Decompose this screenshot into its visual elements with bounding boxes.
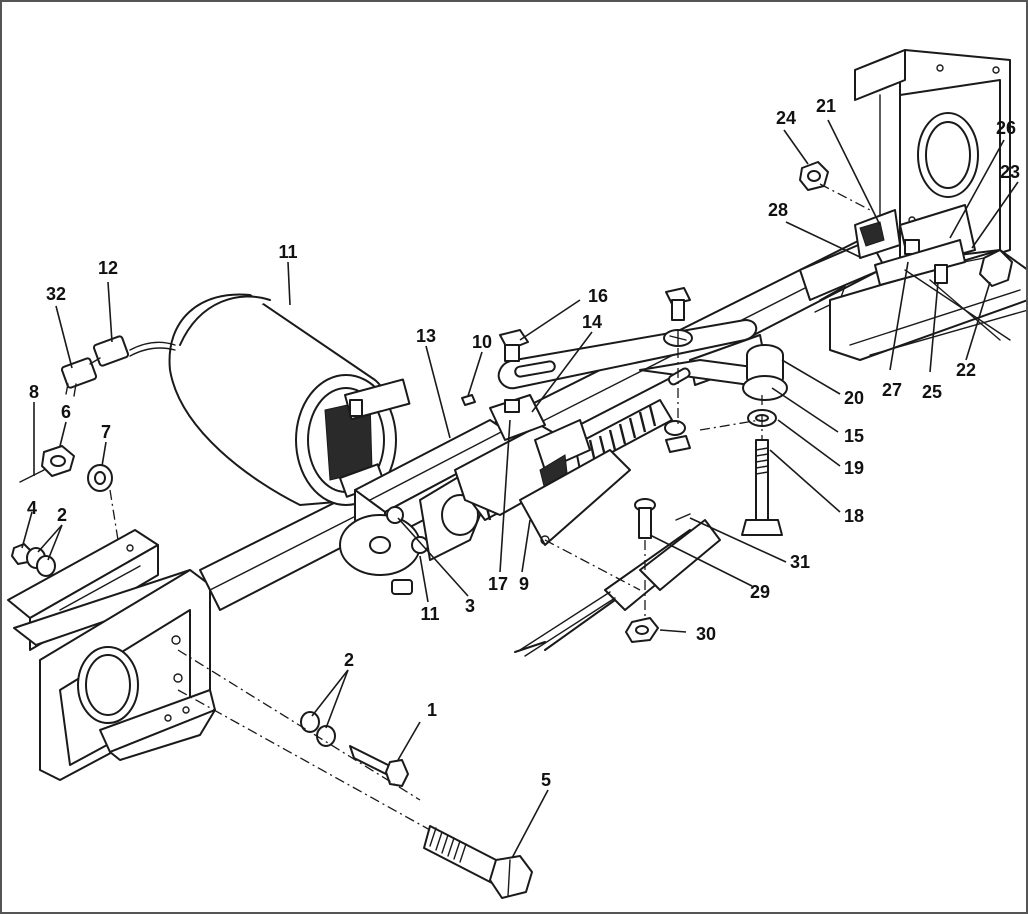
bracket-25-27 — [904, 264, 1011, 341]
left-mounting-bracket — [39, 569, 216, 781]
switch-bracket — [454, 394, 631, 546]
callout-4: 4 — [27, 498, 37, 518]
callout-27: 27 — [882, 380, 902, 400]
callout-32: 32 — [46, 284, 66, 304]
callout-23: 23 — [1000, 162, 1020, 182]
locknut-30 — [625, 617, 659, 643]
screw-10 — [461, 394, 476, 406]
callout-13: 13 — [416, 326, 436, 346]
callout-11-gear: 11 — [420, 604, 439, 624]
callout-7: 7 — [101, 422, 111, 442]
nut-6 — [41, 445, 75, 477]
callout-3: 3 — [465, 596, 475, 616]
callout-11-motor: 11 — [278, 242, 297, 262]
cotter-pin-8 — [19, 469, 45, 483]
bolt-18 — [741, 439, 783, 536]
cotter-pin-31 — [675, 513, 691, 521]
callout-15: 15 — [844, 426, 864, 446]
bolt-1 — [349, 745, 409, 787]
bolt-22 — [963, 249, 1013, 287]
upper-bolt — [663, 287, 693, 347]
callout-19: 19 — [844, 458, 864, 478]
callout-22: 22 — [956, 360, 976, 380]
bolt-16 — [499, 329, 529, 362]
washers-2-left — [26, 547, 56, 577]
lever-pivot-bushing — [742, 344, 788, 401]
motor-wire-harness — [60, 335, 176, 397]
cable-clevis — [514, 519, 721, 657]
callout-10: 10 — [472, 332, 492, 352]
callout-6: 6 — [61, 402, 71, 422]
motor-assembly — [168, 293, 411, 506]
bolt-5 — [423, 825, 533, 899]
clevis-pin-29 — [634, 498, 656, 539]
callout-25: 25 — [922, 382, 942, 402]
callout-leaders — [21, 119, 1019, 859]
lever-nuts — [664, 420, 691, 453]
callout-28: 28 — [768, 200, 788, 220]
callout-8: 8 — [29, 382, 39, 402]
callout-5: 5 — [541, 770, 551, 790]
callout-21: 21 — [816, 96, 836, 116]
callout-17: 17 — [488, 574, 508, 594]
callout-14: 14 — [582, 312, 602, 332]
callout-30: 30 — [696, 624, 716, 644]
callout-31: 31 — [790, 552, 810, 572]
callout-1: 1 — [427, 700, 437, 720]
callout-18: 18 — [844, 506, 864, 526]
assembly-centerlines — [109, 183, 871, 831]
callout-labels: 1 2 2 3 4 5 6 7 8 9 10 11 11 12 13 14 15… — [27, 96, 1020, 790]
callout-2-lower: 2 — [344, 650, 354, 670]
callout-12: 12 — [98, 258, 118, 278]
callout-20: 20 — [844, 388, 864, 408]
callout-24: 24 — [776, 108, 796, 128]
callout-26: 26 — [996, 118, 1016, 138]
switch-plate — [854, 204, 976, 286]
callout-9: 9 — [519, 574, 529, 594]
washer-7 — [87, 464, 113, 492]
callout-16: 16 — [588, 286, 608, 306]
callout-29: 29 — [750, 582, 770, 602]
callout-2-left: 2 — [57, 505, 67, 525]
